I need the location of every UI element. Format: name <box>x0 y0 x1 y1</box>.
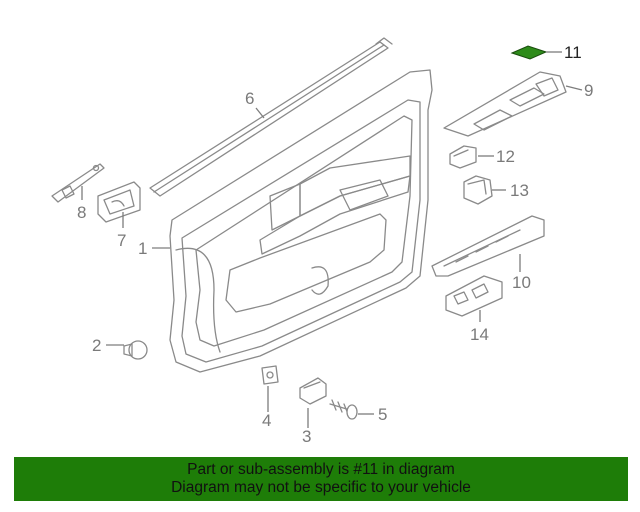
callout-8: 8 <box>77 203 86 222</box>
callout-13: 13 <box>510 181 529 200</box>
part-2-clip <box>123 340 148 360</box>
leader-lines <box>81 51 583 428</box>
callout-12: 12 <box>496 147 515 166</box>
banner-line-2: Diagram may not be specific to your vehi… <box>171 479 471 496</box>
part-1-door-trim-panel <box>169 69 433 373</box>
part-9-switch-bezel <box>443 71 567 137</box>
part-4-nut <box>261 365 279 385</box>
banner-line-1: Part or sub-assembly is #11 in diagram <box>187 461 455 478</box>
part-11-switch-highlighted <box>510 45 548 60</box>
part-6-weatherstrip <box>149 37 393 197</box>
part-12-window-switch <box>449 145 477 169</box>
callout-9: 9 <box>584 81 593 100</box>
callout-10: 10 <box>512 273 531 292</box>
callout-14: 14 <box>470 325 489 344</box>
callout-4: 4 <box>262 411 271 430</box>
part-3-bracket <box>299 377 327 405</box>
callout-5: 5 <box>378 405 387 424</box>
callout-2: 2 <box>92 336 101 355</box>
callout-labels: 1 2 3 4 5 6 7 8 9 10 11 12 13 14 <box>77 43 593 446</box>
parts-diagram: 1 2 3 4 5 6 7 8 9 10 11 12 13 14 <box>51 37 593 446</box>
part-10-master-switch <box>431 215 545 277</box>
part-13-lock-switch <box>463 175 493 205</box>
callout-6: 6 <box>245 89 254 108</box>
callout-3: 3 <box>302 427 311 446</box>
part-7-inside-handle <box>97 181 141 223</box>
callout-1: 1 <box>138 239 147 258</box>
part-8-handle-bracket <box>51 163 105 203</box>
part-5-screw <box>329 399 358 420</box>
callout-11: 11 <box>564 43 582 62</box>
part-14-switch-assembly <box>445 275 503 317</box>
highlight-banner: Part or sub-assembly is #11 in diagram D… <box>14 457 628 501</box>
callout-7: 7 <box>117 231 126 250</box>
